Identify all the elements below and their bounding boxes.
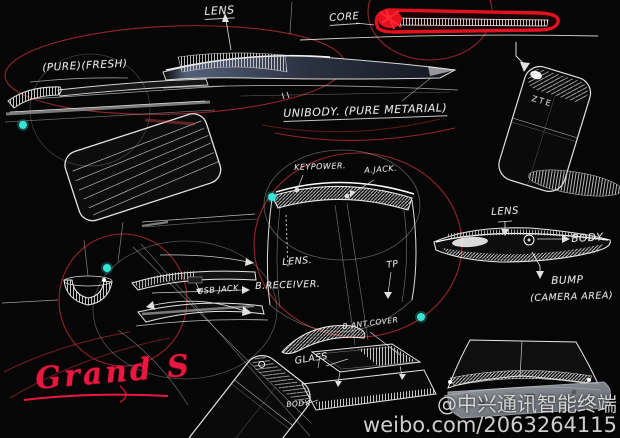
label-body-small: BODY. [286, 398, 312, 409]
label-core: CORE [329, 10, 360, 26]
back-panel-sketch [64, 113, 259, 228]
lens-bowl-sketch [63, 239, 113, 306]
label-body-right: BODY. [571, 231, 607, 245]
mid-sliver-sketches [131, 270, 269, 327]
red-guide-circles [3, 0, 493, 399]
label-tp: TP [386, 259, 400, 271]
label-bump: BUMP [551, 273, 584, 287]
weibo-watermark: @中兴通讯智能终端 weibo.com/2063264115 [363, 394, 617, 436]
signature-underline [23, 385, 169, 403]
center-body-sketch [151, 174, 417, 356]
cyan-dots [17, 119, 427, 323]
zte-phone-back-sketch [498, 65, 620, 197]
label-lens-top: LENS [204, 3, 236, 20]
label-lens-right: LENS [491, 205, 520, 218]
weibo-url: weibo.com/2063264115 [363, 413, 617, 437]
glass-stack-sketch [443, 339, 611, 419]
top-center-profile-sketch [162, 13, 459, 97]
bottom-left-phone-sketch [186, 355, 311, 438]
top-left-profile-sketches [4, 78, 226, 123]
label-b-receiver: B.RECEIVER. [255, 278, 321, 292]
exploded-tray-sketch [301, 343, 437, 411]
right-profile-sketch [433, 220, 611, 279]
weibo-account: @中兴通讯智能终端 [437, 392, 617, 416]
label-lens-mid: LENS. [282, 254, 313, 268]
core-highlight-sketch [299, 8, 599, 72]
label-keypower: KEYPOWER. [294, 161, 347, 172]
